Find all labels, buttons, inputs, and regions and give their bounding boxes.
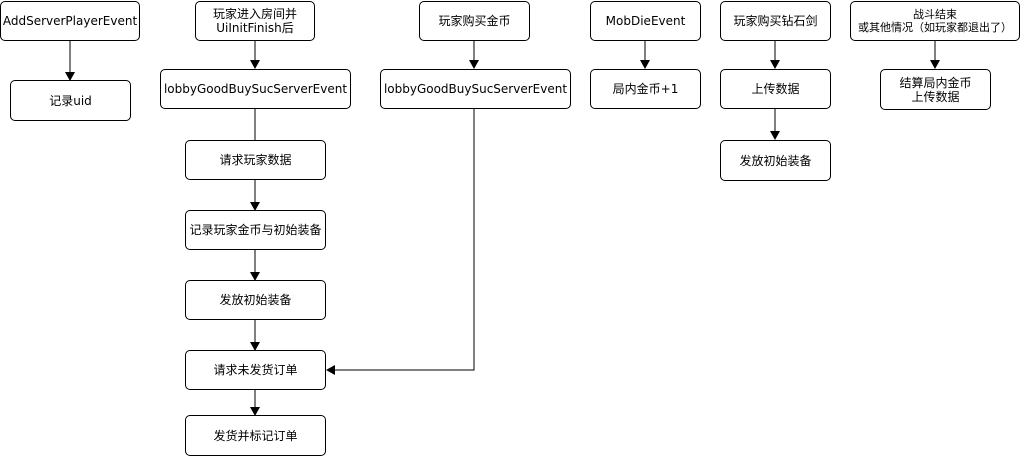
node-in-game-gold-plus-one[interactable]: 局内金币+1 xyxy=(590,69,701,109)
node-battle-end[interactable]: 战斗结束 或其他情况（如玩家都退出了） xyxy=(850,1,1020,41)
node-issue-initial-equipment-1[interactable]: 发放初始装备 xyxy=(185,280,326,320)
node-record-uid[interactable]: 记录uid xyxy=(10,80,131,121)
node-player-buy-gold[interactable]: 玩家购买金币 xyxy=(419,1,530,41)
node-player-buy-diamond-sword[interactable]: 玩家购买钻石剑 xyxy=(720,1,831,41)
node-enter-room[interactable]: 玩家进入房间并 UiInitFinish后 xyxy=(195,1,315,41)
node-record-gold-and-equipment[interactable]: 记录玩家金币与初始装备 xyxy=(185,210,326,250)
node-add-server-player-event[interactable]: AddServerPlayerEvent xyxy=(0,1,140,41)
node-lobby-buy-success-2[interactable]: lobbyGoodBuySucServerEvent xyxy=(380,69,571,109)
node-settle-and-upload[interactable]: 结算局内金币 上传数据 xyxy=(880,69,991,110)
node-request-player-data[interactable]: 请求玩家数据 xyxy=(185,140,326,180)
node-mob-die-event[interactable]: MobDieEvent xyxy=(590,1,701,41)
node-request-unshipped-orders[interactable]: 请求未发货订单 xyxy=(185,350,326,390)
node-ship-and-mark-order[interactable]: 发货并标记订单 xyxy=(185,415,326,456)
edge-lobbybuy2-to-unshipped xyxy=(326,109,475,375)
node-upload-data[interactable]: 上传数据 xyxy=(720,69,831,109)
node-issue-initial-equipment-2[interactable]: 发放初始装备 xyxy=(720,140,831,181)
node-lobby-buy-success-1[interactable]: lobbyGoodBuySucServerEvent xyxy=(160,69,351,109)
